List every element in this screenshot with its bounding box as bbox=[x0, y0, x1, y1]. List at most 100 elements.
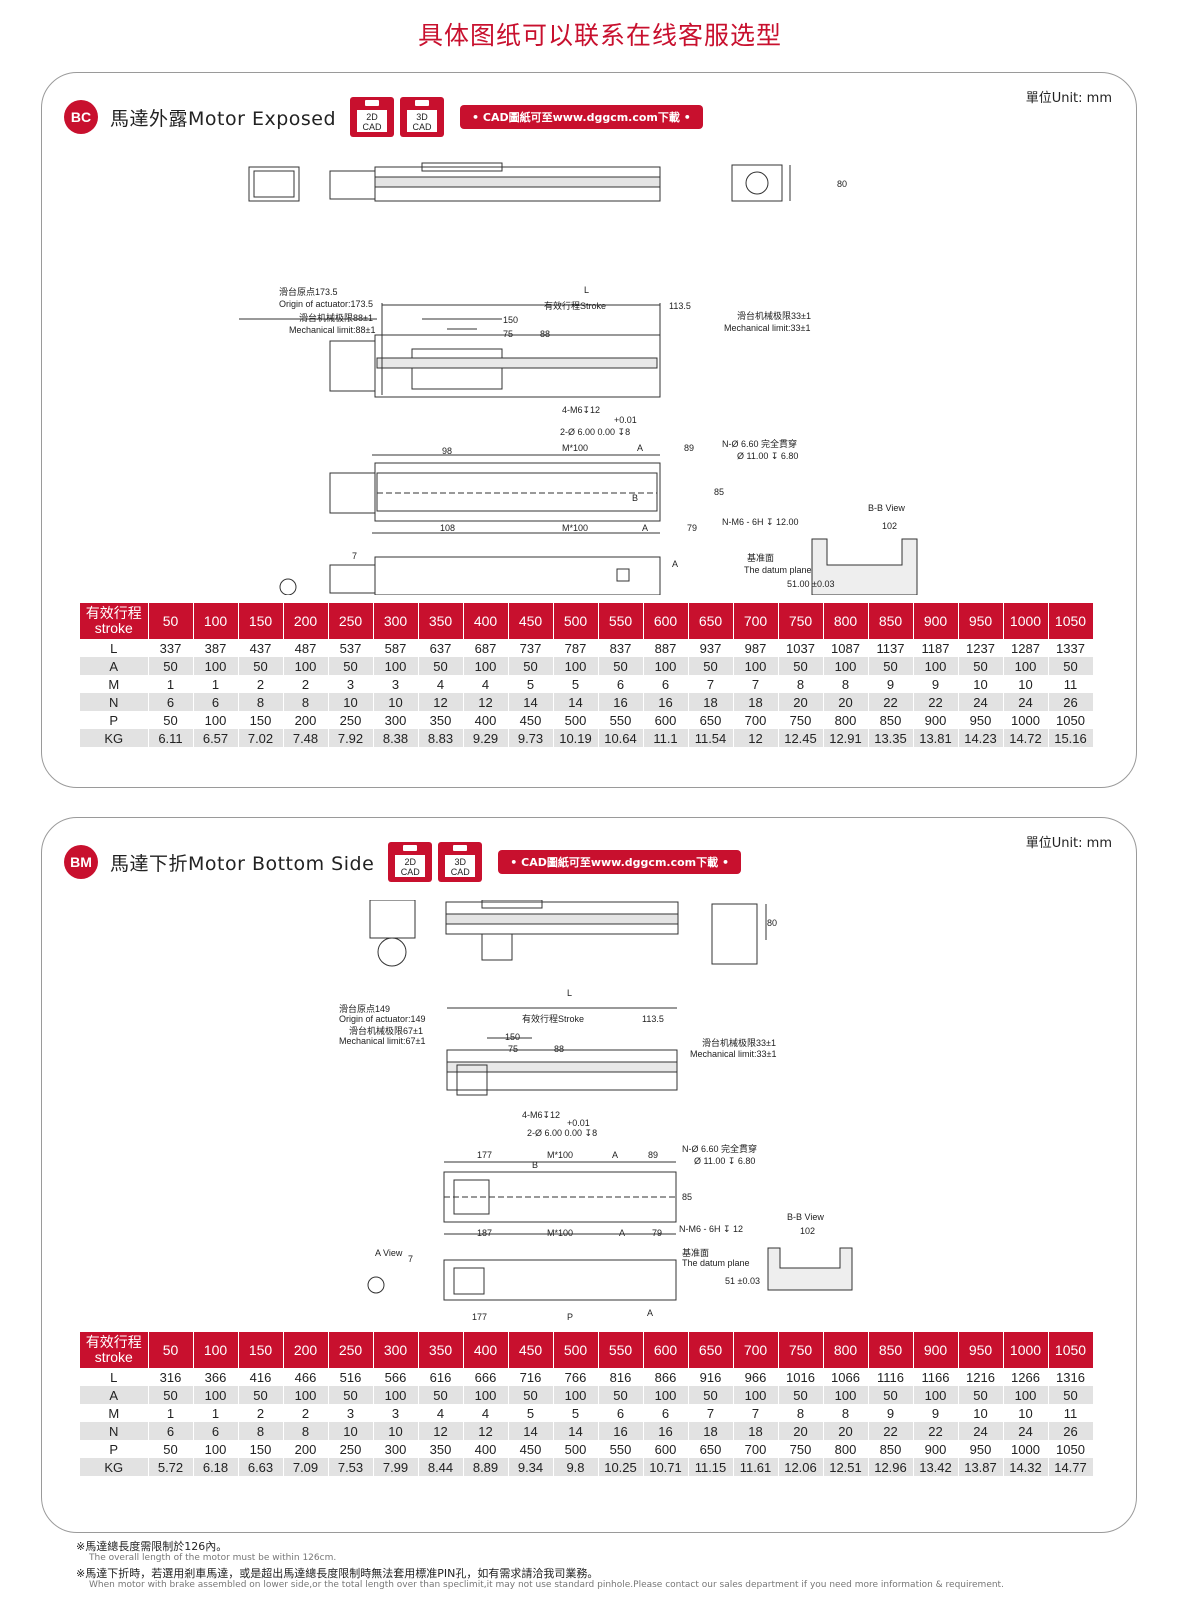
section-code-badge: BC bbox=[64, 100, 98, 134]
table-cell: 566 bbox=[373, 1368, 419, 1386]
table-cell: 13.81 bbox=[913, 729, 959, 747]
table-cell: 1 bbox=[193, 675, 239, 693]
table-cell: 100 bbox=[193, 1386, 239, 1404]
svg-text:有效行程Stroke: 有效行程Stroke bbox=[522, 1013, 584, 1024]
table-cell: 12.51 bbox=[823, 1458, 869, 1476]
table-cell: 1000 bbox=[1003, 711, 1049, 729]
table-cell: 50 bbox=[328, 1386, 374, 1404]
table-cell: 20 bbox=[778, 693, 824, 711]
table-cell: 800 bbox=[823, 1440, 869, 1458]
svg-text:M*100: M*100 bbox=[562, 523, 588, 533]
table-cell: 900 bbox=[913, 711, 959, 729]
stroke-cell: 200 bbox=[283, 603, 329, 639]
svg-text:187: 187 bbox=[477, 1228, 492, 1238]
footnotes: ※馬達總長度需限制於126內。 The overall length of th… bbox=[76, 1540, 1156, 1594]
table-cell: 7.48 bbox=[283, 729, 329, 747]
table-cell: 1237 bbox=[958, 639, 1004, 657]
table-cell: 20 bbox=[778, 1422, 824, 1440]
stroke-cell: 450 bbox=[508, 603, 554, 639]
table-cell: 8 bbox=[238, 693, 284, 711]
table-cell: 100 bbox=[373, 657, 419, 675]
svg-text:M*100: M*100 bbox=[547, 1150, 573, 1160]
table-cell: 4 bbox=[463, 675, 509, 693]
stroke-cell: 550 bbox=[598, 603, 644, 639]
table-cell: 387 bbox=[193, 639, 239, 657]
table-cell: 1 bbox=[193, 1404, 239, 1422]
table-cell: 50 bbox=[958, 657, 1004, 675]
table-cell: 18 bbox=[688, 693, 734, 711]
table-cell: 3 bbox=[373, 675, 419, 693]
stroke-cell: 50 bbox=[148, 603, 194, 639]
table-cell: 7.09 bbox=[283, 1458, 329, 1476]
svg-text:A: A bbox=[642, 523, 648, 533]
table-cell: 100 bbox=[733, 1386, 779, 1404]
svg-text:P: P bbox=[567, 1312, 573, 1322]
row-label: M bbox=[80, 1404, 149, 1422]
table-cell: 8 bbox=[238, 1422, 284, 1440]
table-cell: 600 bbox=[643, 711, 689, 729]
table-cell: 1 bbox=[148, 1404, 194, 1422]
table-cell: 666 bbox=[463, 1368, 509, 1386]
svg-text:滑台机械极限88±1: 滑台机械极限88±1 bbox=[299, 312, 373, 323]
table-cell: 20 bbox=[823, 693, 869, 711]
table-cell: 100 bbox=[193, 711, 239, 729]
table-cell: 250 bbox=[328, 1440, 374, 1458]
table-cell: 13.35 bbox=[868, 729, 914, 747]
stroke-cell: 400 bbox=[463, 603, 509, 639]
stroke-cell: 750 bbox=[778, 603, 824, 639]
table-cell: 16 bbox=[598, 1422, 644, 1440]
table-cell: 24 bbox=[958, 693, 1004, 711]
table-cell: 337 bbox=[148, 639, 194, 657]
stroke-cell: 950 bbox=[958, 1332, 1004, 1368]
table-cell: 11.61 bbox=[733, 1458, 779, 1476]
table-cell: 966 bbox=[733, 1368, 779, 1386]
table-cell: 6 bbox=[643, 675, 689, 693]
motor-side-1 bbox=[329, 340, 376, 392]
table-cell: 4 bbox=[418, 675, 464, 693]
table-cell: 716 bbox=[508, 1368, 554, 1386]
svg-text:滑台原点173.5: 滑台原点173.5 bbox=[279, 286, 338, 297]
svg-text:B: B bbox=[532, 1160, 538, 1170]
stroke-cell: 50 bbox=[148, 1332, 194, 1368]
table-cell: 12.45 bbox=[778, 729, 824, 747]
table-cell: 1137 bbox=[868, 639, 914, 657]
technical-drawing: 滑台原点173.5 Origin of actuator:173.5 滑台机械极… bbox=[239, 162, 918, 595]
table-cell: 3 bbox=[328, 675, 374, 693]
table-cell: 987 bbox=[733, 639, 779, 657]
table-cell: 816 bbox=[598, 1368, 644, 1386]
bb-section-view bbox=[811, 538, 918, 595]
table-cell: 18 bbox=[688, 1422, 734, 1440]
technical-drawing: 滑台原点149 Origin of actuator:149 滑台机械极限67±… bbox=[339, 900, 853, 1322]
table-cell: 516 bbox=[328, 1368, 374, 1386]
cad-download-link[interactable]: • CAD圖紙可至www.dggcm.com下載 • bbox=[498, 850, 741, 874]
table-cell: 14.77 bbox=[1048, 1458, 1094, 1476]
table-cell: 100 bbox=[373, 1386, 419, 1404]
table-cell: 487 bbox=[283, 639, 329, 657]
table-cell: 10 bbox=[373, 1422, 419, 1440]
table-cell: 1 bbox=[148, 675, 194, 693]
cad-download-link[interactable]: • CAD圖紙可至www.dggcm.com下載 • bbox=[460, 105, 703, 129]
row-label: M bbox=[80, 675, 149, 693]
table-cell: 2 bbox=[238, 1404, 284, 1422]
svg-text:滑台机械极限33±1: 滑台机械极限33±1 bbox=[702, 1037, 776, 1048]
table-cell: 366 bbox=[193, 1368, 239, 1386]
table-cell: 250 bbox=[328, 711, 374, 729]
table-cell: 150 bbox=[238, 1440, 284, 1458]
table-cell: 14.32 bbox=[1003, 1458, 1049, 1476]
svg-text:Mechanical limit:67±1: Mechanical limit:67±1 bbox=[339, 1036, 425, 1046]
table-cell: 866 bbox=[643, 1368, 689, 1386]
table-cell: 1166 bbox=[913, 1368, 959, 1386]
table-cell: 12.91 bbox=[823, 729, 869, 747]
table-cell: 3 bbox=[328, 1404, 374, 1422]
table-cell: 750 bbox=[778, 1440, 824, 1458]
table-cell: 50 bbox=[148, 711, 194, 729]
table-cell: 466 bbox=[283, 1368, 329, 1386]
table-cell: 11.1 bbox=[643, 729, 689, 747]
svg-text:Mechanical limit:33±1: Mechanical limit:33±1 bbox=[724, 323, 810, 333]
table-cell: 850 bbox=[868, 711, 914, 729]
